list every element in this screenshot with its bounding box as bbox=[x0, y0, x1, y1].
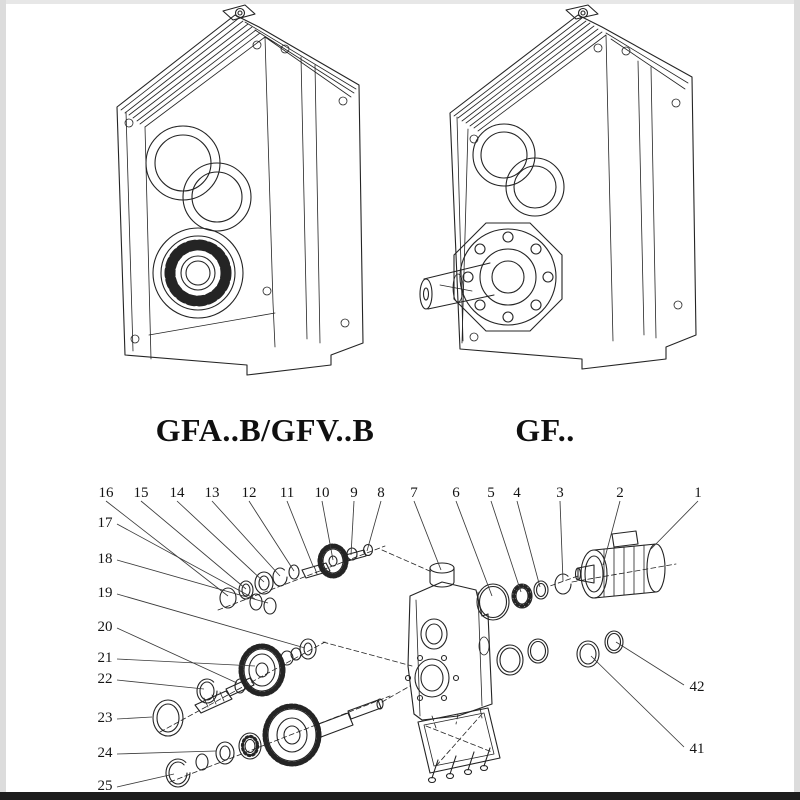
callout-leader-20 bbox=[116, 627, 238, 684]
callout-leader-9 bbox=[350, 500, 355, 556]
page-edge-right bbox=[794, 0, 800, 800]
callout-number-13: 13 bbox=[205, 485, 220, 501]
callout-number-23: 23 bbox=[98, 710, 113, 726]
callout-number-4: 4 bbox=[513, 485, 521, 501]
page-edge-left bbox=[0, 0, 6, 800]
gearbox-right-silhouette bbox=[449, 14, 697, 370]
page-edge-top bbox=[0, 0, 800, 4]
callout-number-20: 20 bbox=[98, 619, 113, 635]
gearbox-left-side-ribs bbox=[280, 44, 350, 344]
callout-leader-2 bbox=[602, 500, 621, 566]
gear-housing bbox=[404, 562, 493, 721]
callout-number-9: 9 bbox=[350, 485, 358, 501]
callout-number-19: 19 bbox=[98, 585, 113, 601]
callout-number-14: 14 bbox=[170, 485, 186, 501]
callout-number-7: 7 bbox=[410, 485, 418, 501]
callout-number-5: 5 bbox=[487, 485, 495, 501]
callout-leader-12 bbox=[248, 500, 295, 572]
gasket-plate bbox=[417, 707, 501, 784]
fastener-and-ring-parts bbox=[476, 573, 624, 676]
gearbox-right-output-shaft bbox=[419, 262, 495, 310]
callout-number-18: 18 bbox=[98, 551, 113, 567]
callout-leader-1 bbox=[650, 500, 699, 550]
callout-leader-17 bbox=[116, 523, 256, 600]
gearbox-left-bolt-holes bbox=[124, 40, 272, 344]
callout-number-11: 11 bbox=[280, 485, 294, 501]
callout-leader-14 bbox=[176, 500, 265, 583]
model-label-left: GFA..B/GFV..B bbox=[155, 412, 375, 448]
page-edge-bottom bbox=[0, 792, 800, 800]
gearbox-right-drawing bbox=[419, 4, 697, 370]
callout-leader-16 bbox=[105, 500, 229, 597]
gearbox-left-roof-ribs bbox=[120, 17, 357, 128]
callout-leader-8 bbox=[366, 500, 382, 552]
callout-number-8: 8 bbox=[377, 485, 385, 501]
callout-number-41: 41 bbox=[690, 741, 705, 757]
callout-number-21: 21 bbox=[98, 650, 113, 666]
gearbox-left-gear-bores bbox=[145, 125, 252, 232]
gearbox-right-output-flange bbox=[453, 222, 563, 332]
input-shaft-assembly bbox=[219, 543, 374, 615]
callout-number-25: 25 bbox=[98, 778, 113, 794]
callout-leader-13 bbox=[211, 500, 281, 577]
callout-leader-3 bbox=[559, 500, 564, 582]
callout-number-3: 3 bbox=[556, 485, 564, 501]
callout-leader-10 bbox=[321, 500, 334, 561]
model-label-right: GF.. bbox=[515, 412, 575, 448]
gearbox-left-lifting-boss bbox=[222, 4, 256, 21]
callout-number-42: 42 bbox=[690, 679, 705, 695]
callout-number-6: 6 bbox=[452, 485, 460, 501]
callout-leader-11 bbox=[286, 500, 314, 567]
gearbox-right-bolt-holes bbox=[469, 43, 603, 342]
callout-number-1: 1 bbox=[694, 485, 702, 501]
callout-leader-19 bbox=[116, 593, 306, 649]
gearbox-right-roof-ribs bbox=[453, 17, 689, 132]
gearbox-right-lifting-boss bbox=[565, 4, 599, 20]
gearbox-left-silhouette bbox=[116, 14, 364, 376]
callout-number-24: 24 bbox=[98, 745, 114, 761]
callout-number-22: 22 bbox=[98, 671, 113, 687]
callout-leader-7 bbox=[413, 500, 442, 571]
callout-leader-25 bbox=[116, 773, 175, 788]
callout-leader-6 bbox=[455, 500, 493, 597]
callout-number-12: 12 bbox=[242, 485, 257, 501]
callout-number-17: 17 bbox=[98, 515, 114, 531]
gearbox-left-hollow-shaft-bearing bbox=[152, 227, 244, 319]
callout-leader-24 bbox=[116, 750, 217, 755]
exploded-parts-diagram: 1615141312111098765432117181920212223242… bbox=[98, 485, 705, 794]
callout-leader-41 bbox=[590, 655, 685, 748]
gearbox-right-gear-bores bbox=[472, 123, 565, 217]
motor bbox=[574, 530, 666, 599]
gearbox-left-drawing bbox=[116, 4, 364, 376]
callout-leader-22 bbox=[116, 679, 205, 690]
output-shaft-assembly bbox=[165, 698, 384, 788]
callout-number-15: 15 bbox=[134, 485, 149, 501]
callout-number-2: 2 bbox=[616, 485, 624, 501]
callout-number-10: 10 bbox=[315, 485, 330, 501]
callout-leader-4 bbox=[516, 500, 541, 588]
gearbox-right-face-edges bbox=[456, 34, 614, 344]
exploded-parts bbox=[152, 530, 677, 788]
intermediate-shaft-assembly bbox=[152, 638, 317, 737]
callout-number-16: 16 bbox=[99, 485, 115, 501]
callout-leader-42 bbox=[615, 641, 685, 686]
gearbox-right-side-ribs bbox=[621, 46, 683, 339]
callout-leader-23 bbox=[116, 716, 153, 720]
callout-leader-5 bbox=[490, 500, 522, 593]
callout-leader-21 bbox=[116, 658, 256, 667]
callout-leader-15 bbox=[140, 500, 247, 590]
callout-leader-18 bbox=[116, 559, 269, 604]
